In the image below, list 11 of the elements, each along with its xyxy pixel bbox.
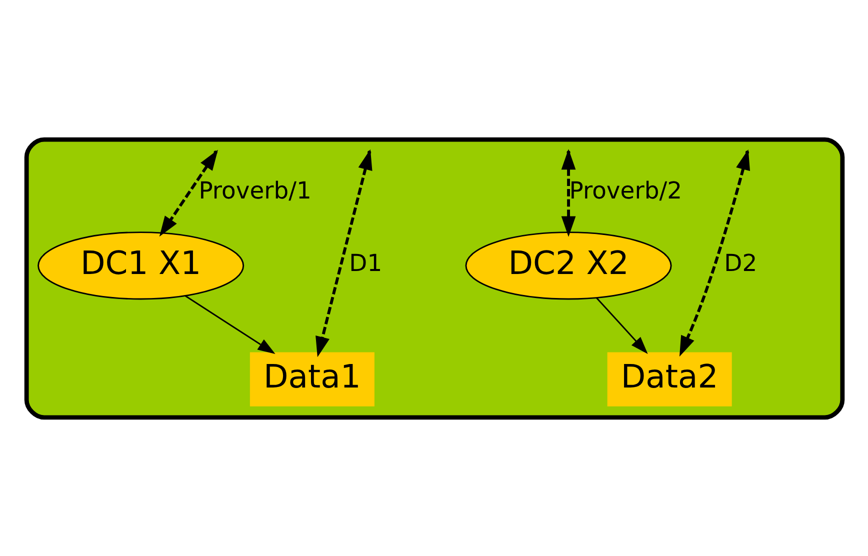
arrow <box>184 294 275 354</box>
node-box: Data2 <box>606 352 732 406</box>
node-ellipse: DC1 X1 <box>37 231 244 300</box>
edge-label: D1 <box>348 248 382 277</box>
arrow <box>596 296 648 354</box>
node-box: Data1 <box>249 352 374 406</box>
edge-label: D2 <box>724 248 757 277</box>
edge-label: Proverb/2 <box>568 176 682 204</box>
node-ellipse: DC2 X2 <box>464 231 672 300</box>
cluster <box>24 136 844 420</box>
edge-label: Proverb/1 <box>198 176 311 204</box>
